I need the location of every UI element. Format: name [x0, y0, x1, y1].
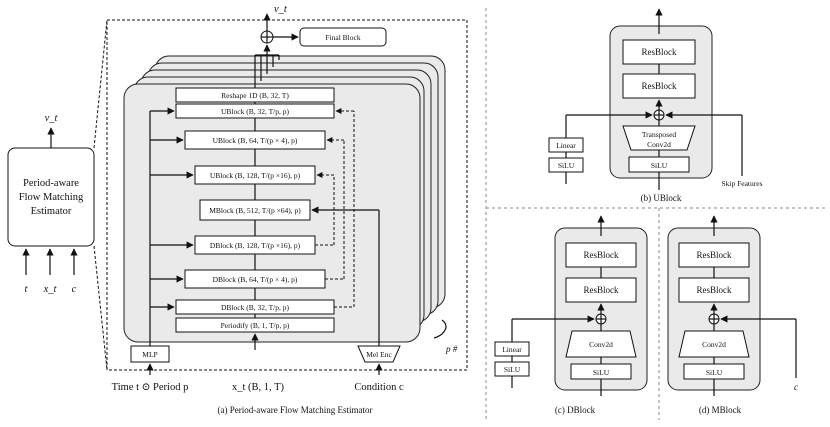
final-block — [299, 27, 387, 47]
ub-conv-line2: Conv2d — [647, 140, 671, 149]
mel-enc-label: Mel Enc — [366, 350, 392, 359]
estimator-label-line3: Estimator — [31, 206, 72, 217]
mb-resblock-2-label: ResBlock — [697, 285, 732, 295]
reshape-label: Reshape 1D (B, 32, T) — [221, 91, 289, 100]
ub-resblock-2-label: ResBlock — [642, 81, 677, 91]
input-t-label: t — [25, 284, 29, 295]
db-linear-label: Linear — [502, 345, 522, 354]
db-resblock-2 — [565, 277, 637, 303]
dblock-2-label: DBlock (B, 64, T/(p × 4), p) — [213, 275, 298, 284]
mb-cond-label: c — [794, 382, 798, 392]
db-silu-label: SiLU — [593, 368, 610, 377]
condition-label: Condition c — [354, 382, 404, 393]
stack-label: p # — [445, 344, 458, 354]
panel-d: ResBlock ResBlock Conv2d SiLU c (d) MBlo… — [667, 215, 798, 415]
db-silu-side-label: SiLU — [504, 365, 521, 374]
ub-silu-label: SiLU — [651, 161, 668, 170]
ublock-2-label: UBlock (B, 64, T/(p × 4), p) — [213, 136, 298, 145]
input-xt-label: x_t — [43, 284, 58, 295]
final-output-label: v_t — [274, 4, 288, 15]
mb-conv-label: Conv2d — [702, 340, 726, 349]
time-period-label: Time t ⊙ Period p — [112, 382, 189, 393]
caption-b: (b) UBlock — [641, 193, 682, 203]
ub-conv-line1: Transposed — [642, 130, 677, 139]
mb-resblock-1-label: ResBlock — [697, 250, 732, 260]
periodify-label: Periodify (B, 1, T/p, p) — [221, 321, 290, 330]
db-resblock-1 — [565, 242, 637, 268]
caption-d: (d) MBlock — [699, 405, 742, 415]
dblock-3-label: DBlock (B, 32, T/p, p) — [221, 303, 289, 312]
caption-c: (c) DBlock — [555, 405, 596, 415]
ub-resblock-1-label: ResBlock — [642, 47, 677, 57]
panel-a: Period-aware Flow Matching Estimator v_t… — [7, 4, 468, 415]
ublock-3-label: UBlock (B, 128, T/(p ×16), p) — [210, 171, 301, 180]
db-resblock-2-label: ResBlock — [584, 285, 619, 295]
ub-resblock-1 — [622, 39, 696, 65]
mlp-label: MLP — [142, 350, 157, 359]
input-c-label: c — [72, 284, 77, 295]
panel-b: ResBlock ResBlock Transposed Conv2d SiLU… — [548, 8, 763, 203]
estimator-label-line1: Period-aware — [23, 178, 79, 189]
zoom-line-bottom — [93, 245, 108, 371]
ub-resblock-2 — [622, 73, 696, 99]
panel-c: ResBlock ResBlock Conv2d SiLU Linear SiL… — [494, 215, 648, 415]
dblock-1-label: DBlock (B, 128, T/(p ×16), p) — [210, 241, 301, 250]
ub-transposed-conv — [622, 125, 696, 151]
stack-brace — [433, 319, 447, 339]
db-conv — [565, 330, 637, 358]
ublock-1-label: UBlock (B, 32, T/p, p) — [221, 107, 289, 116]
ub-skip-label: Skip Features — [721, 179, 762, 188]
caption-a: (a) Period-aware Flow Matching Estimator — [218, 405, 373, 415]
ub-silu-side-label: SiLU — [558, 161, 575, 170]
zoom-line-top — [93, 19, 108, 149]
mb-resblock-2 — [678, 277, 750, 303]
db-conv-label: Conv2d — [589, 340, 613, 349]
detail-frame — [106, 19, 468, 371]
db-resblock-1-label: ResBlock — [584, 250, 619, 260]
mb-silu-label: SiLU — [706, 368, 723, 377]
xt-input-label: x_t (B, 1, T) — [232, 382, 285, 393]
ub-linear-label: Linear — [556, 141, 576, 150]
estimator-output-label: v_t — [45, 113, 59, 124]
mblock-label: MBlock (B, 512, T/(p ×64), p) — [209, 206, 301, 215]
mb-conv — [678, 330, 750, 358]
mel-enc-block — [357, 345, 401, 363]
estimator-label-line2: Flow Matching — [19, 192, 84, 203]
final-block-label: Final Block — [325, 33, 360, 42]
